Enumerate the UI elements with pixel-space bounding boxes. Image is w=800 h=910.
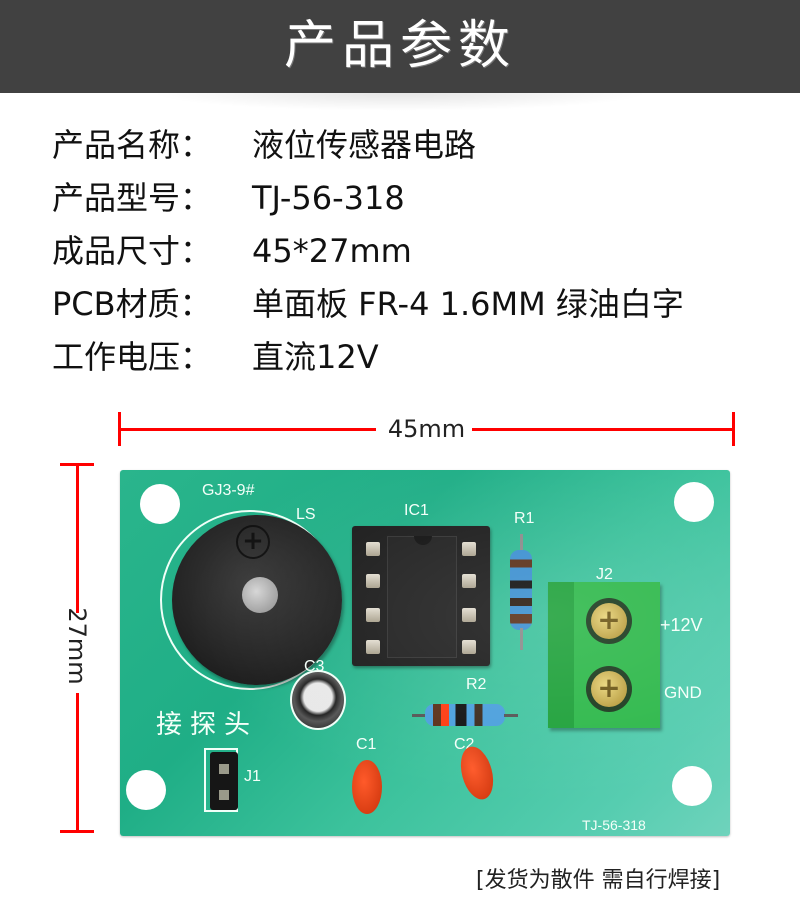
silk-plus12v: +12V xyxy=(660,615,703,635)
ic-notch xyxy=(414,536,432,545)
mounting-hole xyxy=(672,766,712,806)
ceramic-capacitor-c1 xyxy=(352,760,382,814)
spec-label: 产品名称： xyxy=(52,125,213,164)
dimension-line xyxy=(76,693,79,833)
title-banner: 产品参数 xyxy=(0,0,800,93)
spec-row-size: 成品尺寸： 45*27mm xyxy=(52,224,684,277)
resistor-lead xyxy=(504,714,518,717)
silk-r2-ref: R2 xyxy=(466,676,487,693)
dimension-line xyxy=(118,428,376,431)
spec-list: 产品名称： 液位传感器电路 产品型号： TJ-56-318 成品尺寸： 45*2… xyxy=(52,118,684,383)
ic-chip xyxy=(387,536,457,658)
spec-label: 工作电压： xyxy=(52,337,213,376)
resistor-lead xyxy=(412,714,426,717)
ic-pin xyxy=(462,608,476,622)
pin-header-j1 xyxy=(204,748,238,812)
spec-row-name: 产品名称： 液位传感器电路 xyxy=(52,118,684,171)
mounting-hole xyxy=(140,484,180,524)
silk-r1-ref: R1 xyxy=(514,510,535,527)
ic-pin xyxy=(462,542,476,556)
resistor-lead xyxy=(520,534,523,552)
header-pin xyxy=(219,790,229,800)
electrolytic-capacitor-c3 xyxy=(290,670,346,730)
plus-icon: + xyxy=(236,525,270,559)
silk-buzzer-ref: LS xyxy=(296,506,316,523)
ic-pin xyxy=(366,574,380,588)
ic-pin xyxy=(462,640,476,654)
ic-pin xyxy=(366,608,380,622)
silk-j2-ref: J2 xyxy=(596,566,613,583)
dimension-endcap xyxy=(60,830,94,833)
mounting-hole xyxy=(674,482,714,522)
spec-label: 成品尺寸： xyxy=(52,231,213,270)
spec-row-material: PCB材质： 单面板 FR-4 1.6MM 绿油白字 xyxy=(52,277,684,330)
ic-pin xyxy=(366,640,380,654)
shipping-note: [发货为散件 需自行焊接] xyxy=(476,868,721,893)
mounting-hole xyxy=(126,770,166,810)
resistor-r2 xyxy=(425,704,505,726)
spec-value: 直流12V xyxy=(252,337,379,376)
title-reflection xyxy=(150,93,650,111)
resistor-lead xyxy=(520,628,523,650)
ic-pin xyxy=(462,574,476,588)
dimension-line xyxy=(472,428,735,431)
spec-label: PCB材质： xyxy=(52,284,212,323)
spec-value: 液位传感器电路 xyxy=(252,125,477,164)
ic-pin xyxy=(366,542,380,556)
page-title: 产品参数 xyxy=(283,16,516,76)
pin-header-body xyxy=(210,752,238,810)
resistor-r1 xyxy=(510,550,532,630)
spec-row-model: 产品型号： TJ-56-318 xyxy=(52,171,684,224)
height-dimension: 27mm xyxy=(60,463,94,833)
silk-ic-ref: IC1 xyxy=(404,502,429,519)
spec-value: 单面板 FR-4 1.6MM 绿油白字 xyxy=(252,284,684,323)
pcb-board: GJ3-9# LS + IC1 R1 J2 + + +12V GND C3 R2 xyxy=(120,470,730,836)
terminal-screw: + xyxy=(586,598,632,644)
silk-j1-ref: J1 xyxy=(244,768,261,785)
height-label: 27mm xyxy=(63,607,91,685)
ic-socket xyxy=(352,526,490,666)
terminal-screw: + xyxy=(586,666,632,712)
buzzer-sound-hole xyxy=(242,577,278,613)
spec-row-voltage: 工作电压： 直流12V xyxy=(52,330,684,383)
silk-c1-ref: C1 xyxy=(356,736,377,753)
width-dimension: 45mm xyxy=(118,412,735,446)
silk-board-model: TJ-56-318 xyxy=(582,817,646,833)
spec-label: 产品型号： xyxy=(52,178,213,217)
screw-icon: + xyxy=(591,603,627,639)
spec-value: 45*27mm xyxy=(252,231,412,270)
width-label: 45mm xyxy=(387,415,466,443)
spec-value: TJ-56-318 xyxy=(252,178,405,217)
silk-buzzer-model: GJ3-9# xyxy=(202,482,255,499)
screw-terminal-j2: + + xyxy=(548,582,660,728)
screw-icon: + xyxy=(591,671,627,707)
silk-probe-label: 接探头 xyxy=(156,710,259,740)
buzzer: + xyxy=(172,515,342,685)
dimension-endcap xyxy=(732,412,735,446)
header-pin xyxy=(219,764,229,774)
silk-gnd: GND xyxy=(664,683,702,702)
dimension-line xyxy=(76,463,79,613)
